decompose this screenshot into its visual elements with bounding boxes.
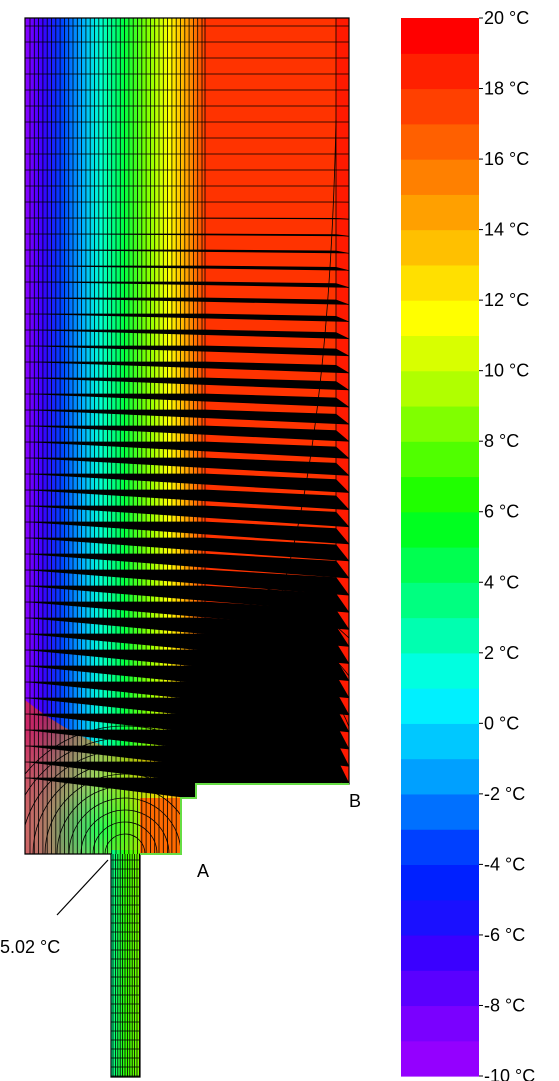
colorbar xyxy=(401,18,479,1077)
colorbar-segment xyxy=(401,476,479,513)
mesh-line xyxy=(204,603,349,785)
mesh-line xyxy=(25,297,349,306)
mesh-line xyxy=(25,265,349,271)
mesh-line xyxy=(25,329,349,340)
colorbar-tick-label: 18 °C xyxy=(484,79,529,99)
colorbar-tick-label: 6 °C xyxy=(484,502,519,522)
colorbar-segment xyxy=(401,829,479,865)
mesh-line xyxy=(25,505,349,528)
colorbar-segment xyxy=(401,582,479,619)
colorbar-tick-label: -10 °C xyxy=(484,1066,535,1081)
colorbar-tick-label: 16 °C xyxy=(484,149,529,169)
colorbar-tick-label: -8 °C xyxy=(484,995,525,1015)
colorbar-segment xyxy=(401,547,479,583)
colorbar-tick-label: 10 °C xyxy=(484,361,529,381)
colorbar-segment xyxy=(401,335,479,372)
mesh-line xyxy=(80,809,170,855)
mesh-line xyxy=(25,457,349,477)
colorbar-segment xyxy=(401,88,479,125)
mesh-line xyxy=(204,628,349,785)
mesh-line xyxy=(25,553,349,579)
colorbar-segment xyxy=(401,229,479,266)
mesh-line xyxy=(204,578,349,785)
colorbar-segment xyxy=(401,652,479,689)
colorbar-segment xyxy=(401,18,479,54)
mesh-line xyxy=(25,489,349,511)
mesh-line xyxy=(204,703,286,785)
colorbar-segment xyxy=(401,194,479,231)
colorbar-segment xyxy=(401,441,479,478)
colorbar-segment xyxy=(401,405,479,442)
point-leader-line xyxy=(56,859,109,916)
colorbar-segment xyxy=(401,688,479,724)
colorbar-ticks: 20 °C 18 °C 16 °C 14 °C 12 °C 10 °C 8 °C 6 °C 4 … xyxy=(479,8,535,1081)
colorbar-segment xyxy=(401,370,479,407)
point-temperature-value: 5.02 °C xyxy=(0,937,60,957)
colorbar-segment xyxy=(401,617,479,654)
colorbar-segment xyxy=(401,723,479,760)
temperature-field xyxy=(25,18,349,1077)
mesh-line xyxy=(25,233,349,237)
mesh-line xyxy=(25,281,349,289)
colorbar-tick-label: -6 °C xyxy=(484,925,525,945)
colorbar-tick-label: -2 °C xyxy=(484,784,525,804)
mesh-line xyxy=(25,393,349,408)
mesh-line xyxy=(25,537,349,562)
mesh-line xyxy=(25,425,349,442)
mesh-line xyxy=(25,441,349,459)
mesh-line xyxy=(68,797,182,855)
mesh-line xyxy=(25,313,349,323)
mesh-line xyxy=(25,601,349,630)
point-label-a: A xyxy=(197,861,209,881)
colorbar-segment xyxy=(401,864,479,901)
colorbar-segment xyxy=(401,934,479,971)
colorbar-segment xyxy=(401,793,479,830)
colorbar-tick-label: 20 °C xyxy=(484,8,529,28)
mesh-line xyxy=(25,409,349,425)
colorbar-segment xyxy=(401,1040,479,1077)
boundary-ab xyxy=(140,783,349,855)
colorbar-tick-label: 2 °C xyxy=(484,643,519,663)
colorbar-tick-label: 0 °C xyxy=(484,713,519,733)
mesh-line xyxy=(25,361,349,374)
colorbar-tick-label: 4 °C xyxy=(484,572,519,592)
colorbar-tick-label: -4 °C xyxy=(484,854,525,874)
mesh-horizontal-lines xyxy=(25,25,349,1077)
mesh-line xyxy=(25,521,349,545)
colorbar-tick-label: 8 °C xyxy=(484,431,519,451)
point-label-b: B xyxy=(349,791,361,811)
colorbar-segment xyxy=(401,758,479,795)
mesh-line xyxy=(25,249,349,254)
colorbar-segment xyxy=(401,1005,479,1042)
mesh-line xyxy=(104,833,146,855)
mesh-line xyxy=(25,345,349,357)
mesh-line xyxy=(204,753,236,785)
colorbar-tick-label: 12 °C xyxy=(484,290,529,310)
colorbar-segment xyxy=(401,511,479,548)
mesh-line xyxy=(25,473,349,494)
column-region xyxy=(111,850,140,1077)
mesh-line xyxy=(92,821,158,855)
colorbar-segment xyxy=(401,970,479,1007)
mesh-line xyxy=(204,678,311,785)
colorbar-segment xyxy=(401,899,479,936)
colorbar-segment xyxy=(401,53,479,90)
colorbar-segment xyxy=(401,123,479,160)
mesh-line xyxy=(204,728,261,785)
colorbar-segment xyxy=(401,159,479,195)
mesh-line xyxy=(209,119,337,761)
mesh-line xyxy=(204,653,336,785)
colorbar-segment xyxy=(401,264,479,301)
colorbar-tick-label: 14 °C xyxy=(484,220,529,240)
mesh-line xyxy=(25,217,349,220)
mesh-line xyxy=(25,377,349,391)
colorbar-segment xyxy=(401,300,479,336)
